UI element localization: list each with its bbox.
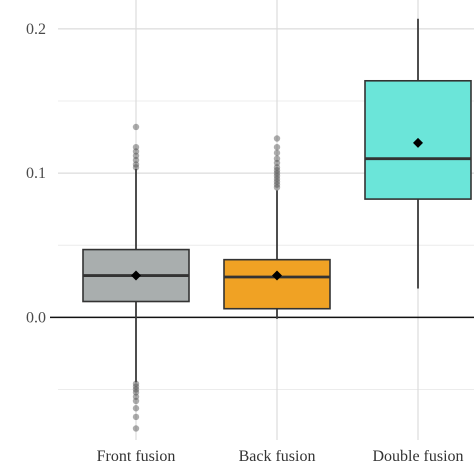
outlier-point-0-14 xyxy=(132,413,140,421)
y-tick-labels: 0.0 0.1 0.2 xyxy=(26,21,46,327)
box-1 xyxy=(223,258,331,310)
y-tick-label-2: 0.2 xyxy=(26,21,46,38)
outlier-point-1-4 xyxy=(273,172,281,180)
box-layer xyxy=(82,18,472,432)
outlier-point-0-1 xyxy=(132,161,140,168)
x-category-label-2: Double fusion xyxy=(372,448,463,465)
outlier-point-0-12 xyxy=(132,397,140,405)
x-category-labels: Front fusion Back fusion Double fusion xyxy=(97,448,464,465)
outlier-point-0-10 xyxy=(132,389,140,396)
outlier-point-1-1 xyxy=(273,181,281,188)
outlier-point-0-8 xyxy=(132,383,140,390)
outlier-point-1-8 xyxy=(273,159,281,167)
outlier-point-1-7 xyxy=(273,164,281,171)
outlier-point-1-11 xyxy=(273,143,281,151)
outlier-point-1-2 xyxy=(273,178,281,185)
outlier-point-0-0 xyxy=(132,164,140,171)
outlier-point-0-15 xyxy=(132,425,140,432)
outlier-point-1-3 xyxy=(273,175,281,183)
box-group-2 xyxy=(364,18,472,289)
box-group-0 xyxy=(82,123,190,432)
outlier-point-0-2 xyxy=(132,156,140,164)
y-tick-label-0: 0.0 xyxy=(26,309,46,326)
outlier-point-1-0 xyxy=(273,184,281,191)
outlier-point-0-4 xyxy=(132,148,140,155)
outlier-point-0-6 xyxy=(132,123,140,131)
x-category-label-1: Back fusion xyxy=(239,448,316,465)
outlier-point-0-9 xyxy=(132,386,140,393)
outlier-point-0-5 xyxy=(132,143,140,151)
outlier-point-0-7 xyxy=(132,380,140,387)
outlier-point-0-11 xyxy=(132,393,140,400)
outlier-point-1-10 xyxy=(273,149,281,157)
outlier-point-0-3 xyxy=(132,152,140,160)
y-tick-label-1: 0.1 xyxy=(26,165,46,182)
outlier-point-1-6 xyxy=(273,167,281,174)
box-group-1 xyxy=(223,135,331,319)
mean-marker-1 xyxy=(272,270,282,281)
mean-marker-2 xyxy=(413,137,423,148)
x-category-label-0: Front fusion xyxy=(97,448,176,465)
outlier-point-1-9 xyxy=(273,155,281,162)
outlier-point-1-5 xyxy=(273,169,281,177)
outlier-point-0-13 xyxy=(132,405,140,412)
grid-layer xyxy=(58,0,474,440)
outlier-point-1-12 xyxy=(273,135,281,142)
mean-marker-0 xyxy=(131,270,141,281)
